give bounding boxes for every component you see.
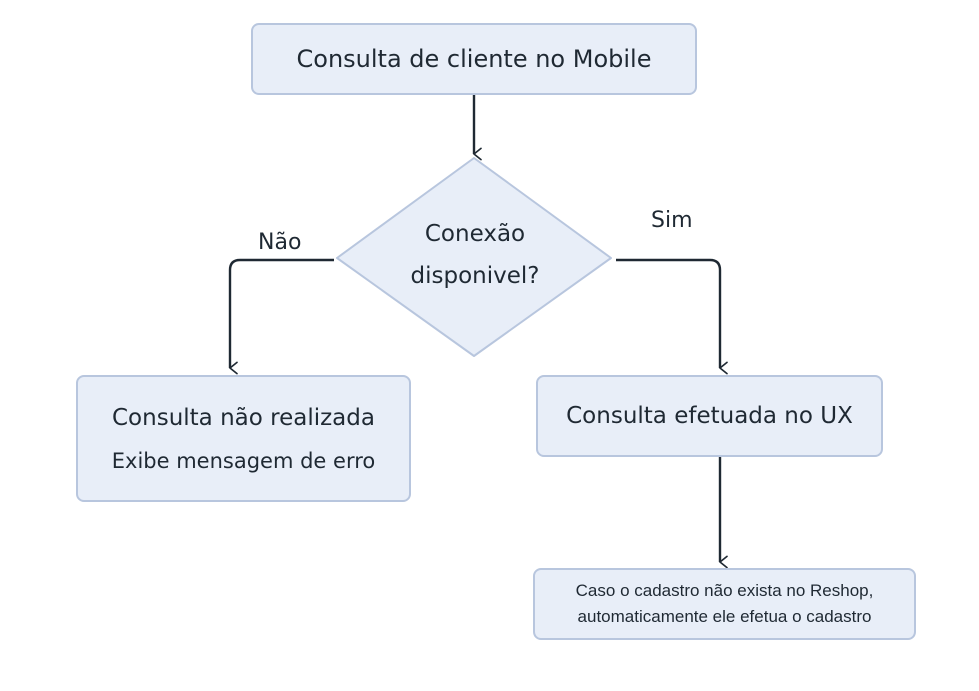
note-node: Caso o cadastro não exista no Reshop, au… <box>533 568 916 640</box>
error-node-title: Consulta não realizada <box>112 404 375 431</box>
success-node: Consulta efetuada no UX <box>536 375 883 457</box>
decision-diamond <box>336 157 612 357</box>
error-node: Consulta não realizada Exibe mensagem de… <box>76 375 411 502</box>
note-line-1: Caso o cadastro não exista no Reshop, <box>575 581 874 600</box>
start-node: Consulta de cliente no Mobile <box>251 23 697 95</box>
success-node-label: Consulta efetuada no UX <box>566 403 853 429</box>
decision-node-label: Conexão disponivel? <box>375 208 575 302</box>
decision-line-2: disponivel? <box>410 263 540 289</box>
decision-line-1: Conexão <box>424 221 526 247</box>
edge-label-yes: Sim <box>651 208 693 233</box>
start-node-label: Consulta de cliente no Mobile <box>296 45 652 73</box>
edge-label-no: Não <box>258 230 302 255</box>
error-node-subtitle: Exibe mensagem de erro <box>111 448 376 473</box>
note-line-2: automaticamente ele efetua o cadastro <box>577 607 872 626</box>
arrow-decision-to-success <box>616 258 728 375</box>
arrow-decision-to-error <box>228 258 334 375</box>
